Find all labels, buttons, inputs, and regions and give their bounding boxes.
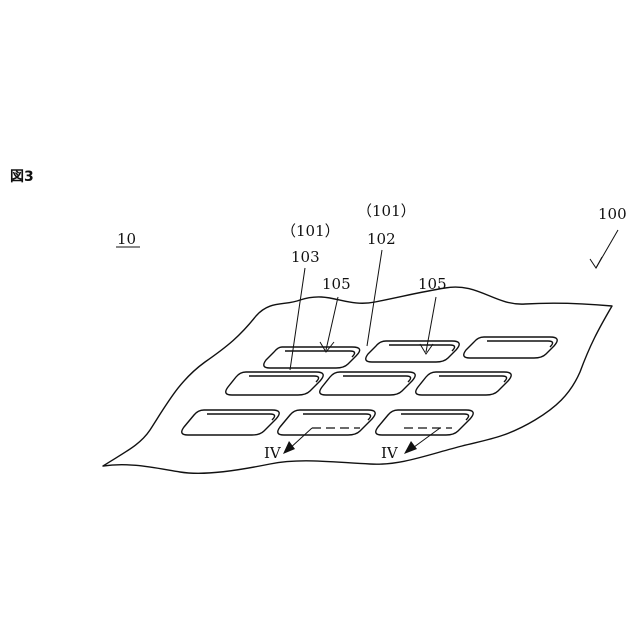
recess-row-front	[182, 410, 473, 435]
recess-middle-2-inner	[343, 376, 411, 382]
leader-102	[367, 250, 382, 346]
recess-front-1-inner	[207, 414, 275, 420]
section-left-arrowhead	[283, 441, 295, 454]
recess-middle-3-inner	[439, 376, 507, 382]
section-right-arrowhead	[404, 441, 417, 454]
sheet-outline	[103, 287, 612, 473]
recess-back-2-inner	[389, 345, 455, 351]
label-recess-103: 103	[291, 248, 320, 266]
leader-105-right	[426, 297, 436, 352]
recess-back-1-inner	[285, 351, 355, 357]
label-sheet-100: 100	[598, 205, 627, 223]
section-line-left	[283, 428, 360, 454]
recess-back-3	[464, 337, 557, 358]
label-group-left-101: （101）	[281, 222, 340, 240]
recess-row-back	[264, 337, 557, 368]
label-group-right-101: （101）	[357, 202, 416, 220]
label-apparatus-10: 10	[117, 230, 136, 248]
label-section-left-iv: IV	[264, 444, 282, 462]
leader-105-left	[326, 297, 338, 350]
label-recess-102: 102	[367, 230, 396, 248]
recess-front-3-inner	[401, 414, 469, 420]
label-arrow-105-left: 105	[322, 275, 351, 293]
recess-middle-1-inner	[249, 376, 319, 382]
arrowhead-100	[590, 257, 602, 268]
recess-row-middle	[226, 372, 511, 395]
label-arrow-105-right: 105	[418, 275, 447, 293]
recess-back-3-inner	[487, 341, 553, 347]
recess-front-2-inner	[303, 414, 371, 420]
label-section-right-iv: IV	[381, 444, 399, 462]
recess-back-1	[264, 347, 360, 368]
recess-back-2	[366, 341, 459, 362]
figure-title: 図3	[10, 169, 34, 185]
leader-103	[290, 268, 305, 370]
